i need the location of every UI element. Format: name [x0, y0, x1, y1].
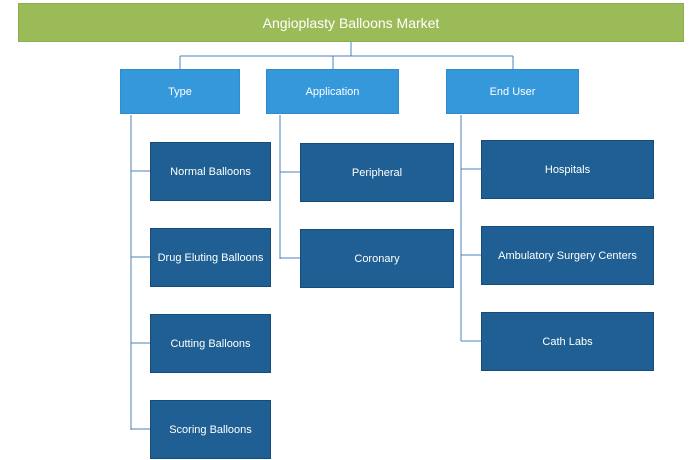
leaf-node-scoring-balloons: Scoring Balloons [150, 400, 271, 459]
leaf-node-drug-eluting-balloons: Drug Eluting Balloons [150, 228, 271, 287]
leaf-node-peripheral: Peripheral [300, 143, 454, 202]
leaf-node-normal-balloons: Normal Balloons [150, 142, 271, 201]
root-node: Angioplasty Balloons Market [18, 3, 684, 42]
leaf-node-coronary: Coronary [300, 229, 454, 288]
category-node-end-user: End User [446, 69, 579, 114]
leaf-node-cutting-balloons: Cutting Balloons [150, 314, 271, 373]
leaf-node-cath-labs: Cath Labs [481, 312, 654, 371]
leaf-node-hospitals: Hospitals [481, 140, 654, 199]
category-node-application: Application [266, 69, 399, 114]
leaf-node-ambulatory-surgery-centers: Ambulatory Surgery Centers [481, 226, 654, 285]
category-node-type: Type [120, 69, 240, 114]
